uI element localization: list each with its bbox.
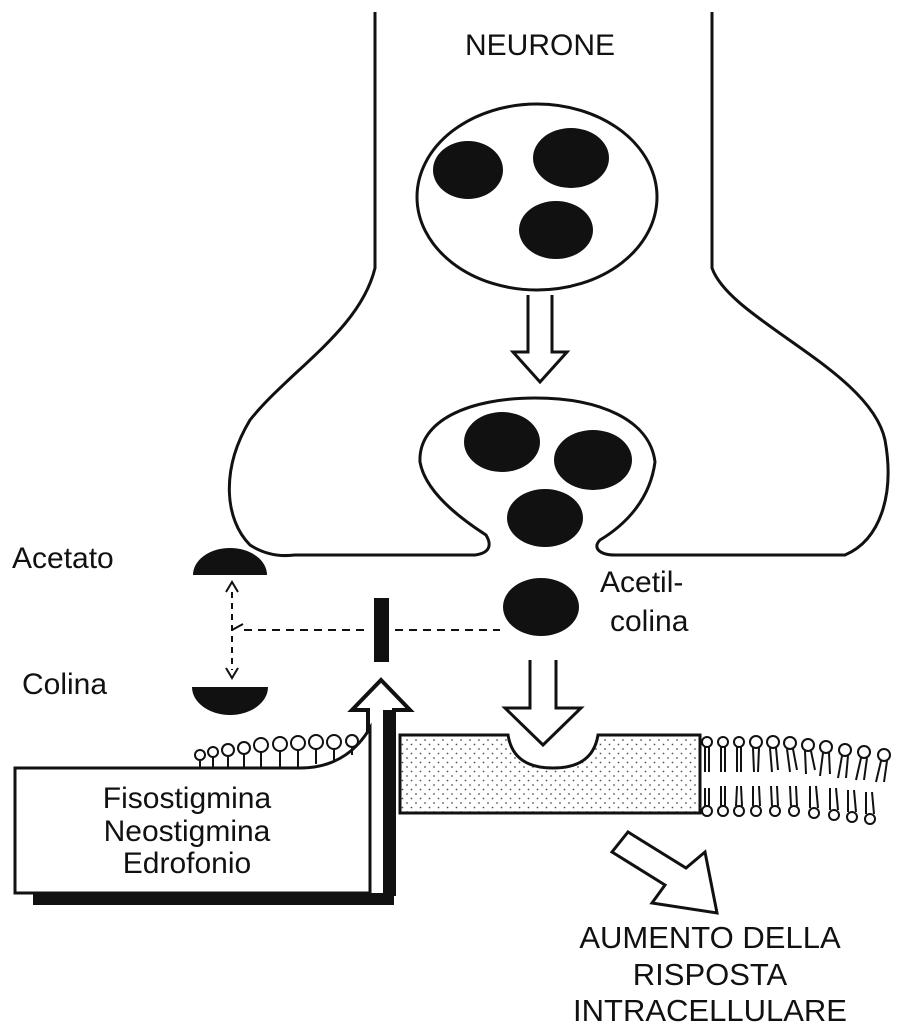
binding-arrow: [505, 660, 581, 745]
acetylcholine-molecule: [554, 430, 632, 490]
acetylcholine-molecule: [433, 141, 503, 199]
acetylcholine-label-line2: colina: [610, 605, 689, 638]
acetylcholine-molecule: [464, 412, 540, 472]
arrowhead-up: [226, 582, 238, 592]
choline-label: Colina: [22, 668, 107, 701]
choline-shape: [192, 687, 268, 715]
response-arrow: [612, 832, 717, 913]
acetylcholine-molecule: [507, 489, 583, 547]
vesicle-transport-arrow: [513, 295, 567, 382]
released-acetylcholine: [503, 578, 579, 636]
acetylcholinesterase-block: [374, 598, 389, 662]
acetate-label: Acetato: [12, 542, 114, 575]
drug-name-physostigmine: Fisostigmina: [103, 782, 272, 815]
receptor-protein: [400, 735, 700, 813]
drug-name-edrophonium: Edrofonio: [123, 847, 251, 880]
acetylcholine-molecule: [519, 201, 593, 259]
acetylcholine-molecule: [533, 128, 609, 188]
upper-vesicle: [417, 104, 657, 290]
acetylcholine-label-line1: Acetil-: [600, 566, 683, 599]
response-label-line1: AUMENTO DELLA: [579, 920, 841, 955]
response-label-line3: INTRACELLULARE: [573, 993, 847, 1028]
response-label-line2: RISPOSTA: [633, 957, 788, 992]
branch-tick: [232, 624, 243, 630]
drug-name-neostigmine: Neostigmina: [104, 815, 271, 848]
right-membrane-phospholipids: [702, 736, 890, 824]
acetate-shape: [193, 548, 267, 575]
neuron-label: NEURONE: [465, 29, 615, 62]
